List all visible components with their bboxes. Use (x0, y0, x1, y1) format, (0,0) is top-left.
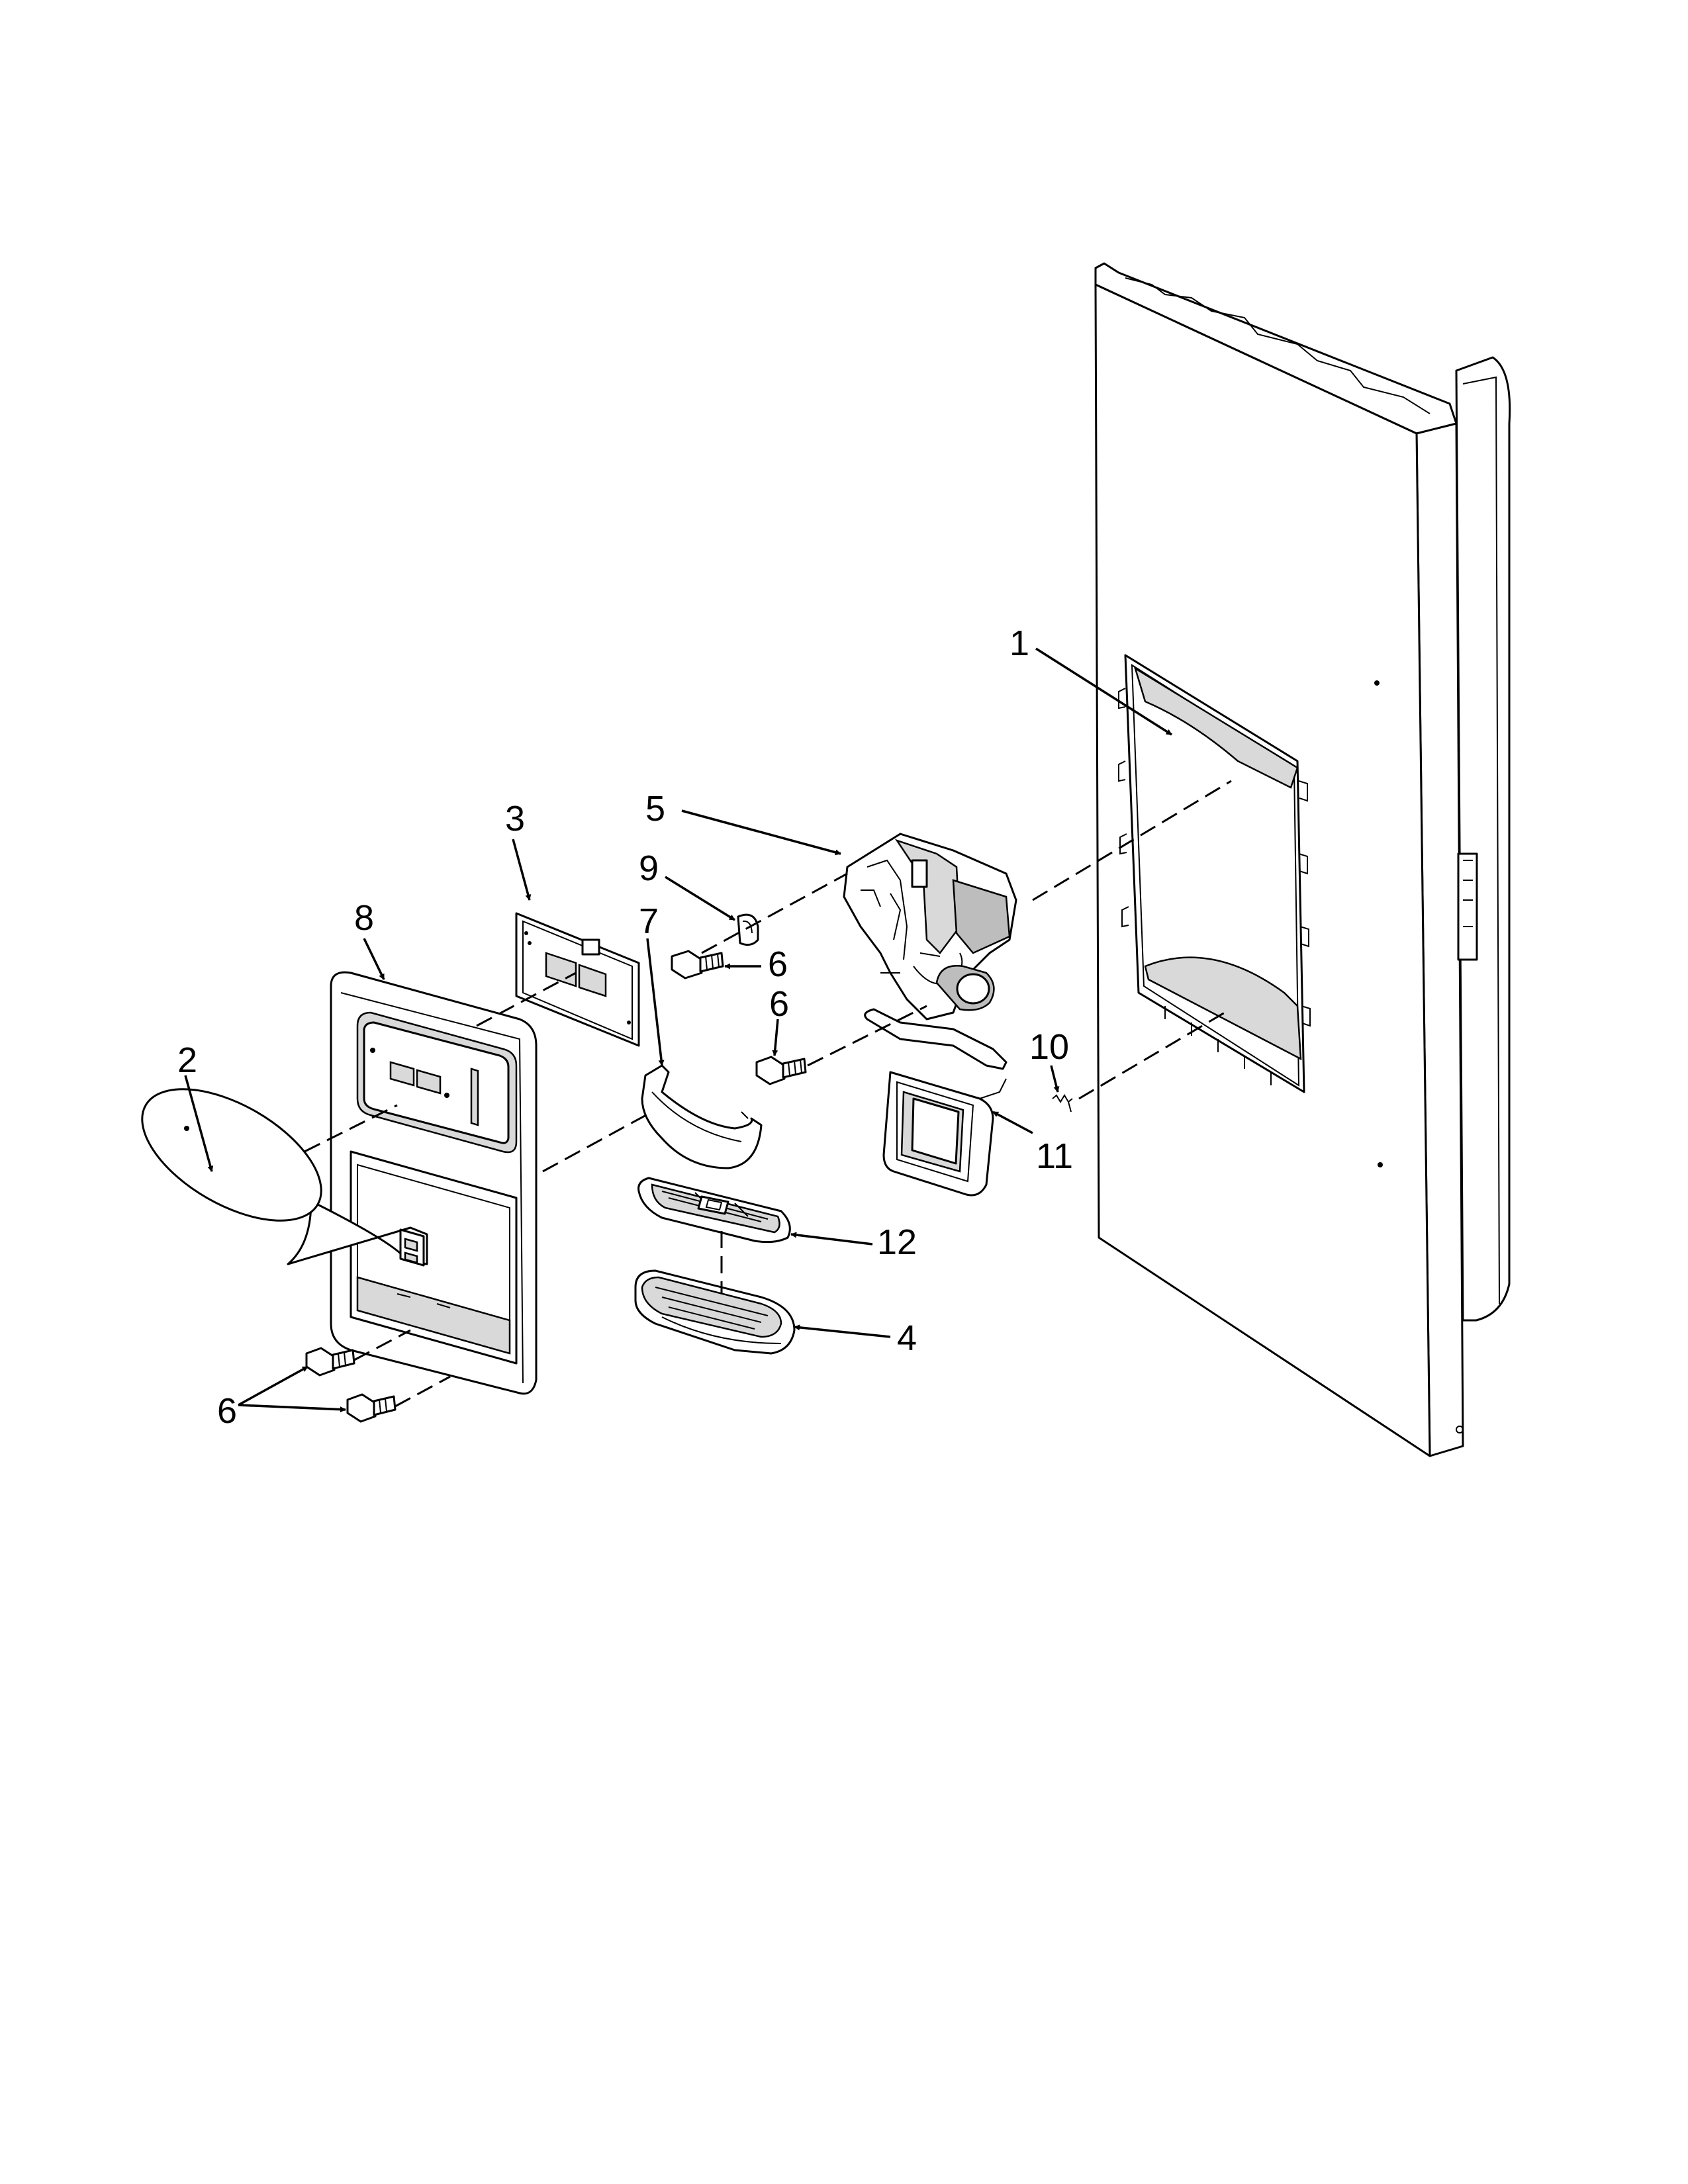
ice-chute-door (641, 1064, 763, 1169)
screw-lower-a (305, 1347, 355, 1377)
callout-labels: 1 2 3 4 5 6 6 6 7 8 9 10 11 12 (177, 623, 1073, 1431)
callout-2: 2 (177, 1040, 197, 1080)
callout-9: 9 (639, 848, 659, 888)
screw-lower-b (346, 1393, 397, 1423)
callout-4: 4 (897, 1318, 917, 1358)
spring-part (1052, 1094, 1073, 1113)
control-board (515, 912, 640, 1047)
callout-10: 10 (1029, 1027, 1069, 1067)
drip-tray (634, 1269, 796, 1355)
screw-upper (671, 950, 724, 979)
ice-dispenser-mechanism (843, 833, 1017, 1021)
clip-part (737, 913, 759, 946)
callout-7: 7 (639, 901, 659, 941)
dispenser-front-panel (330, 971, 538, 1395)
callout-6-lower: 6 (217, 1391, 237, 1431)
screw-middle (755, 1056, 807, 1085)
leader-lines (184, 647, 1172, 1413)
callout-6-upper: 6 (768, 944, 788, 984)
callout-6-middle: 6 (769, 984, 789, 1024)
drip-tray-grille (637, 1177, 791, 1244)
water-dispenser-lever (864, 1008, 1008, 1197)
dispenser-actuator-pad (141, 1088, 428, 1267)
callout-3: 3 (505, 799, 525, 839)
callout-5: 5 (645, 789, 665, 829)
door-assembly (1094, 262, 1511, 1457)
callout-1: 1 (1009, 623, 1029, 663)
callout-11: 11 (1036, 1136, 1073, 1176)
callout-12: 12 (877, 1222, 917, 1262)
callout-8: 8 (354, 898, 374, 938)
alignment-lines (304, 780, 1232, 1408)
